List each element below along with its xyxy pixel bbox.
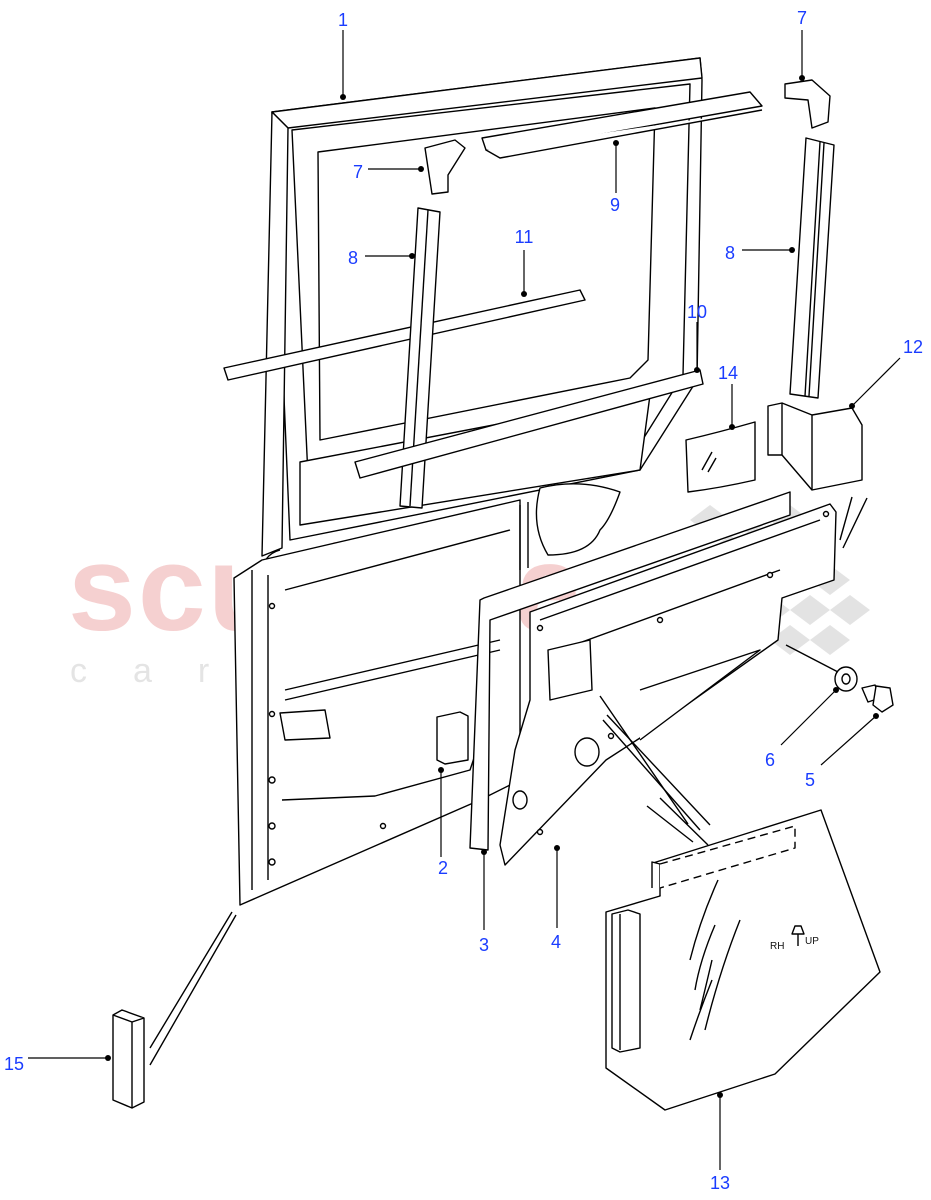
callout-11[interactable]: 11 [514, 227, 534, 247]
callout-4[interactable]: 4 [550, 932, 562, 952]
washer-part-6 [834, 666, 858, 692]
bracket-part-12 [767, 402, 868, 549]
small-glass-part-14 [685, 421, 756, 493]
lower-channel-part-10 [354, 369, 704, 479]
inner-panel-part-4 [499, 503, 837, 866]
callout-9[interactable]: 9 [609, 195, 621, 215]
block-part-15 [112, 911, 237, 1109]
callout-6[interactable]: 6 [764, 750, 776, 770]
vertical-channel-part-8-right [789, 137, 835, 399]
center-cutout [519, 483, 621, 570]
callout-8-left[interactable]: 8 [347, 248, 359, 268]
corner-piece-part-7-right [784, 79, 831, 129]
door-lower-panel [233, 499, 521, 906]
callout-dots [105, 75, 879, 1098]
callout-7-left[interactable]: 7 [352, 162, 364, 182]
callout-10[interactable]: 10 [686, 302, 708, 322]
callout-leaders [28, 30, 901, 1170]
callout-5[interactable]: 5 [804, 770, 816, 790]
callout-2[interactable]: 2 [437, 858, 449, 878]
callout-14[interactable]: 14 [717, 363, 739, 383]
glass-marking-side: RH [770, 941, 785, 952]
callout-3[interactable]: 3 [478, 935, 490, 955]
callout-12[interactable]: 12 [902, 337, 924, 357]
callout-7-right[interactable]: 7 [796, 8, 808, 28]
bolt-part-5 [861, 684, 894, 713]
glass-marking-direction: UP [805, 936, 819, 947]
callout-15[interactable]: 15 [3, 1054, 25, 1074]
top-channel-part-9 [481, 91, 763, 159]
corner-piece-part-7-left [424, 139, 466, 195]
block-part-2 [436, 711, 469, 765]
callout-1[interactable]: 1 [337, 10, 349, 30]
liner-sheet-part-3 [469, 491, 791, 851]
callout-13[interactable]: 13 [709, 1173, 731, 1193]
channel-strip-part-11 [223, 289, 586, 381]
door-glass-part-13 [599, 695, 881, 1111]
callout-8-right[interactable]: 8 [724, 243, 736, 263]
